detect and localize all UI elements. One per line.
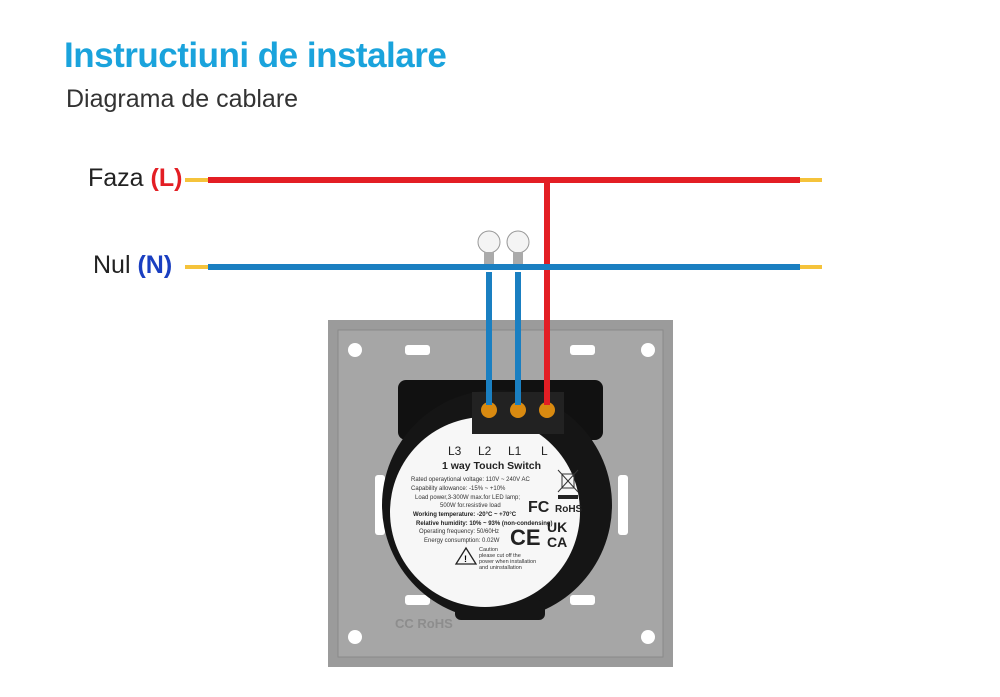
weee-bin-icon bbox=[557, 469, 579, 499]
caution-line: and uninstallation bbox=[479, 565, 522, 571]
neutral-label-text: Nul bbox=[93, 251, 131, 279]
terminal-label: L1 bbox=[508, 444, 522, 458]
spec-line: Energy consumption: 0.02W bbox=[424, 538, 500, 544]
spec-line: Working temperature: -20°C ~ +70°C bbox=[413, 512, 517, 518]
rohs-mark: RoHS bbox=[555, 504, 583, 515]
phase-code: (L) bbox=[150, 164, 183, 192]
neutral-code: (N) bbox=[137, 251, 173, 279]
caution-line: please cut off the bbox=[479, 553, 521, 559]
spec-line: Capability allowance: -15% ~ +10% bbox=[411, 486, 506, 492]
page-title: Instructiuni de instalare bbox=[64, 36, 447, 75]
switch-name: 1 way Touch Switch bbox=[442, 460, 541, 472]
bulb-icon bbox=[477, 230, 501, 264]
caution-line: power when installation bbox=[479, 559, 536, 565]
neutral-label: Nul (N) bbox=[93, 251, 172, 280]
ukca-mark: CA bbox=[547, 534, 567, 550]
phase-wire bbox=[185, 177, 822, 405]
svg-text:!: ! bbox=[464, 554, 467, 564]
spec-line: Rated operaytional voltage: 110V ~ 240V … bbox=[411, 477, 530, 483]
plate-marks: CC RoHS bbox=[395, 616, 453, 631]
warning-icon: ! bbox=[454, 546, 478, 565]
spec-line: 500W for.resistive load bbox=[440, 503, 501, 509]
ce-mark: CE bbox=[510, 525, 541, 550]
spec-line: Operating frequency: 50/60Hz bbox=[419, 529, 499, 535]
terminal-label: L bbox=[541, 444, 548, 458]
spec-line: Load power,3-300W max.for LED lamp; bbox=[415, 495, 520, 501]
phase-label-text: Faza bbox=[88, 164, 144, 192]
ukca-mark: UK bbox=[547, 519, 567, 535]
fcc-mark: FC bbox=[528, 499, 550, 516]
terminal-label: L3 bbox=[448, 444, 462, 458]
terminal-label: L2 bbox=[478, 444, 492, 458]
page-subtitle: Diagrama de cablare bbox=[66, 85, 299, 113]
spec-line: Relative humidity: 10% ~ 93% (non-conden… bbox=[416, 521, 553, 527]
neutral-wire bbox=[185, 264, 822, 405]
caution-line: Caution bbox=[479, 547, 498, 553]
bulb-icon bbox=[506, 230, 530, 264]
terminals bbox=[481, 402, 555, 418]
phase-label: Faza (L) bbox=[88, 164, 182, 193]
